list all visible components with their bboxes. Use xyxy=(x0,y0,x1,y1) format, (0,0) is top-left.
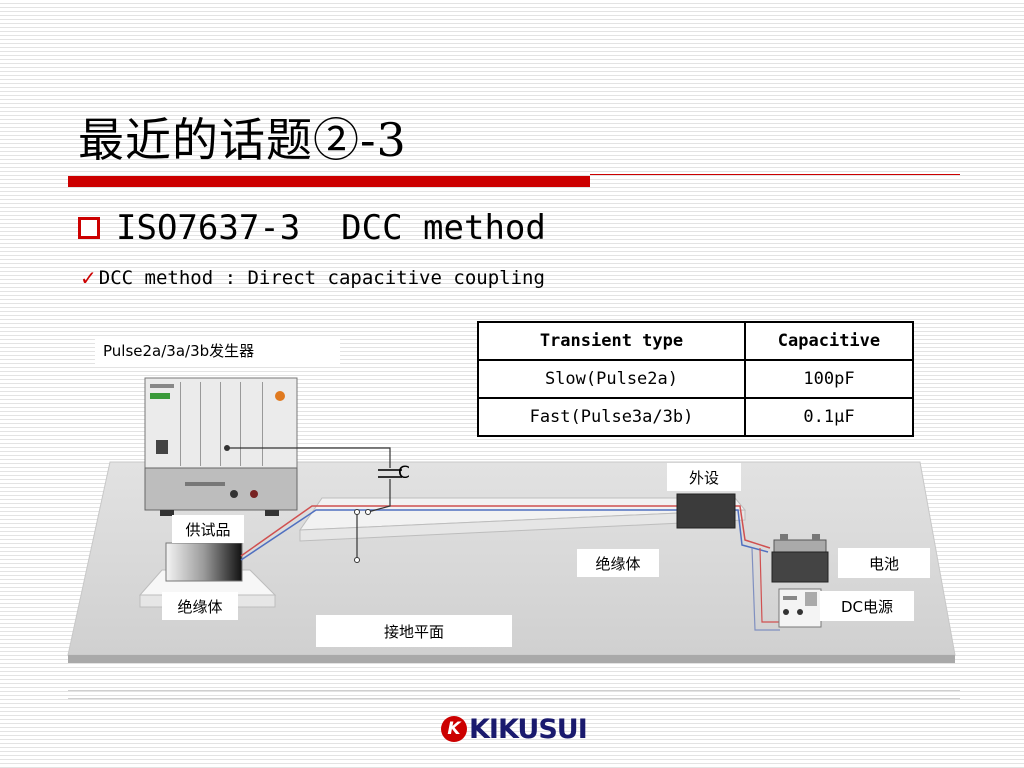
battery xyxy=(771,534,829,583)
table-header-row: Transient type Capacitive xyxy=(477,321,915,361)
bullet-row: ISO7637-3 DCC method xyxy=(78,208,546,248)
table-cell: Fast(Pulse3a/3b) xyxy=(477,397,746,437)
insulator-left-label: 绝缘体 xyxy=(162,592,238,620)
table-row: Fast(Pulse3a/3b) 0.1μF xyxy=(477,397,915,437)
slide-title: 最近的话题②-3 xyxy=(78,113,407,167)
peripheral-label: 外设 xyxy=(667,463,741,491)
battery-label: 电池 xyxy=(838,548,930,578)
kikusui-logo: K KIKUSUI xyxy=(441,712,588,746)
square-bullet-icon xyxy=(78,217,100,239)
transient-spec-table: Transient type Capacitive Slow(Pulse2a) … xyxy=(477,321,915,437)
dc-power-supply xyxy=(778,588,822,628)
peripheral-box xyxy=(676,493,736,529)
table-cell: 100pF xyxy=(743,359,915,399)
table-header-cell: Transient type xyxy=(477,321,746,361)
sub-bullet-text: DCC method : Direct capacitive coupling xyxy=(98,267,545,289)
red-wire xyxy=(240,505,771,557)
blue-wire xyxy=(240,509,769,561)
dut-label: 供试品 xyxy=(172,515,244,543)
wire-to-dc xyxy=(751,547,780,631)
dut-box xyxy=(165,542,243,582)
insulator-center-label: 绝缘体 xyxy=(577,549,659,577)
title-rule-thick xyxy=(68,176,590,187)
ground-plane-label: 接地平面 xyxy=(316,615,512,647)
pulse-generator xyxy=(144,377,298,516)
kikusui-logo-mark-icon: K xyxy=(441,716,467,742)
bullet-text: ISO7637-3 DCC method xyxy=(116,208,546,248)
table-cell: 0.1μF xyxy=(743,397,915,437)
capacitor-label: C xyxy=(398,463,410,483)
table-row: Slow(Pulse2a) 100pF xyxy=(477,359,915,399)
table-header-cell: Capacitive xyxy=(743,321,915,361)
generator-wire xyxy=(229,447,391,468)
sub-bullet-row: ✓ DCC method : Direct capacitive couplin… xyxy=(80,266,545,290)
ground-plane-edge xyxy=(68,655,955,663)
generator-label: Pulse2a/3a/3b发生器 xyxy=(95,336,340,364)
table-cell: Slow(Pulse2a) xyxy=(477,359,746,399)
footer-rule-top xyxy=(68,690,960,691)
checkmark-icon: ✓ xyxy=(80,266,97,290)
dc-power-label: DC电源 xyxy=(820,591,914,621)
title-rule-thin xyxy=(590,174,960,175)
kikusui-logo-text: KIKUSUI xyxy=(469,713,588,745)
footer-rule-bottom xyxy=(68,698,960,699)
